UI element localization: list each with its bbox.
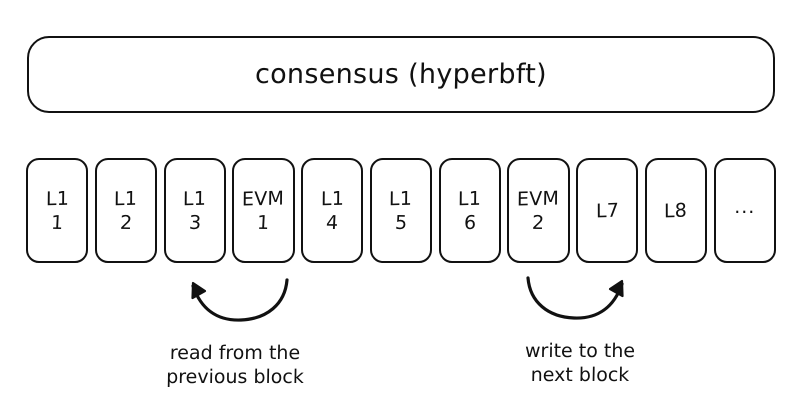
- block-label-bottom: 4: [325, 211, 339, 235]
- block-l7[interactable]: L7: [576, 158, 639, 263]
- block-label-top: ...: [734, 195, 756, 218]
- block-label-top: L8: [664, 199, 688, 223]
- block-label-top: L1: [389, 187, 413, 210]
- read-annotation: read from the previous block: [105, 270, 365, 390]
- block-label-bottom: 1: [50, 211, 64, 235]
- write-annotation-text: write to the next block: [450, 340, 710, 388]
- consensus-banner-label: consensus (hyperbft): [254, 59, 548, 90]
- block-label-top: L7: [595, 199, 619, 223]
- curved-arrow-right-up-icon: [526, 276, 624, 320]
- block-label-bottom: 2: [531, 211, 546, 235]
- read-annotation-text: read from the previous block: [105, 342, 365, 390]
- curved-arrow-left-up-icon: [191, 278, 289, 322]
- block-label-top: L1: [183, 187, 207, 210]
- write-annotation: write to the next block: [450, 268, 710, 388]
- block-label-top: L1: [114, 187, 138, 210]
- block-label-bottom: 6: [463, 211, 477, 235]
- write-annotation-line-2: next block: [530, 363, 630, 386]
- block-label-bottom: 2: [119, 211, 133, 235]
- block-label-top: L1: [320, 187, 344, 210]
- block-label-top: EVM: [517, 187, 560, 211]
- block-l8[interactable]: L8: [644, 158, 708, 263]
- block-label-bottom: 1: [256, 211, 271, 235]
- write-annotation-line-1: write to the: [524, 340, 636, 362]
- block-more[interactable]: ...: [713, 158, 776, 263]
- block-label-top: L1: [458, 187, 482, 210]
- block-label-bottom: 5: [394, 211, 408, 235]
- block-label-bottom: 3: [187, 211, 202, 235]
- block-label-top: L1: [45, 187, 69, 210]
- read-annotation-line-2: previous block: [165, 365, 305, 388]
- read-annotation-line-1: read from the: [169, 342, 301, 364]
- block-label-top: EVM: [242, 187, 285, 211]
- consensus-banner: consensus (hyperbft): [27, 36, 775, 113]
